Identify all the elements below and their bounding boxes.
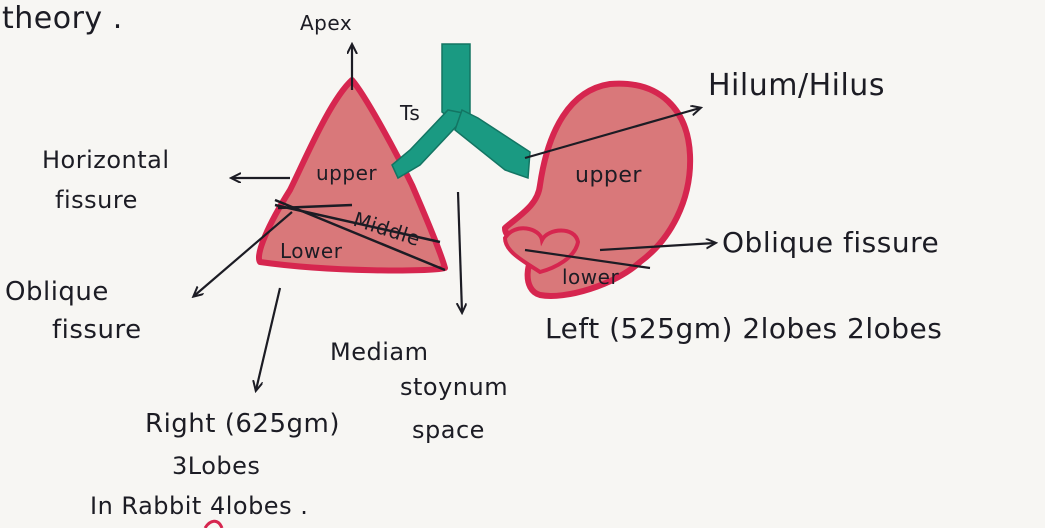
left-weight-label: Left (525gm) 2lobes 2lobes: [545, 312, 942, 345]
right-lower-label: Lower: [280, 239, 343, 263]
rabbit-label: In Rabbit 4lobes .: [90, 492, 308, 520]
apex-label: Apex: [300, 11, 352, 35]
hilum-label: Hilum/Hilus: [708, 68, 885, 103]
right-weight-label: Right (625gm): [145, 409, 340, 439]
right-lung-arrow: [256, 288, 280, 390]
theory-text: theory .: [2, 1, 123, 36]
oblique-fissure-left-label: Oblique fissure: [722, 226, 939, 259]
oblique-fissure-right-label-line1: Oblique: [5, 277, 109, 307]
oblique-fissure-right-label-line2: fissure: [52, 315, 142, 345]
mediastinum-label-line1: Mediam: [330, 338, 428, 366]
left-lower-label: lower: [562, 265, 619, 289]
three-lobes-label: 3Lobes: [172, 452, 260, 480]
horizontal-fissure-label-line2: fissure: [55, 186, 138, 214]
mediastinum-arrow: [458, 192, 462, 312]
horizontal-fissure-label-line1: Horizontal: [42, 146, 170, 174]
ts-label: Ts: [399, 101, 420, 125]
right-upper-label: upper: [316, 161, 377, 185]
bottom-red-mark: [205, 521, 222, 528]
mediastinum-label-line2: stoynum: [400, 373, 508, 401]
left-upper-label: upper: [575, 163, 642, 188]
mediastinum-label-line3: space: [412, 416, 485, 444]
